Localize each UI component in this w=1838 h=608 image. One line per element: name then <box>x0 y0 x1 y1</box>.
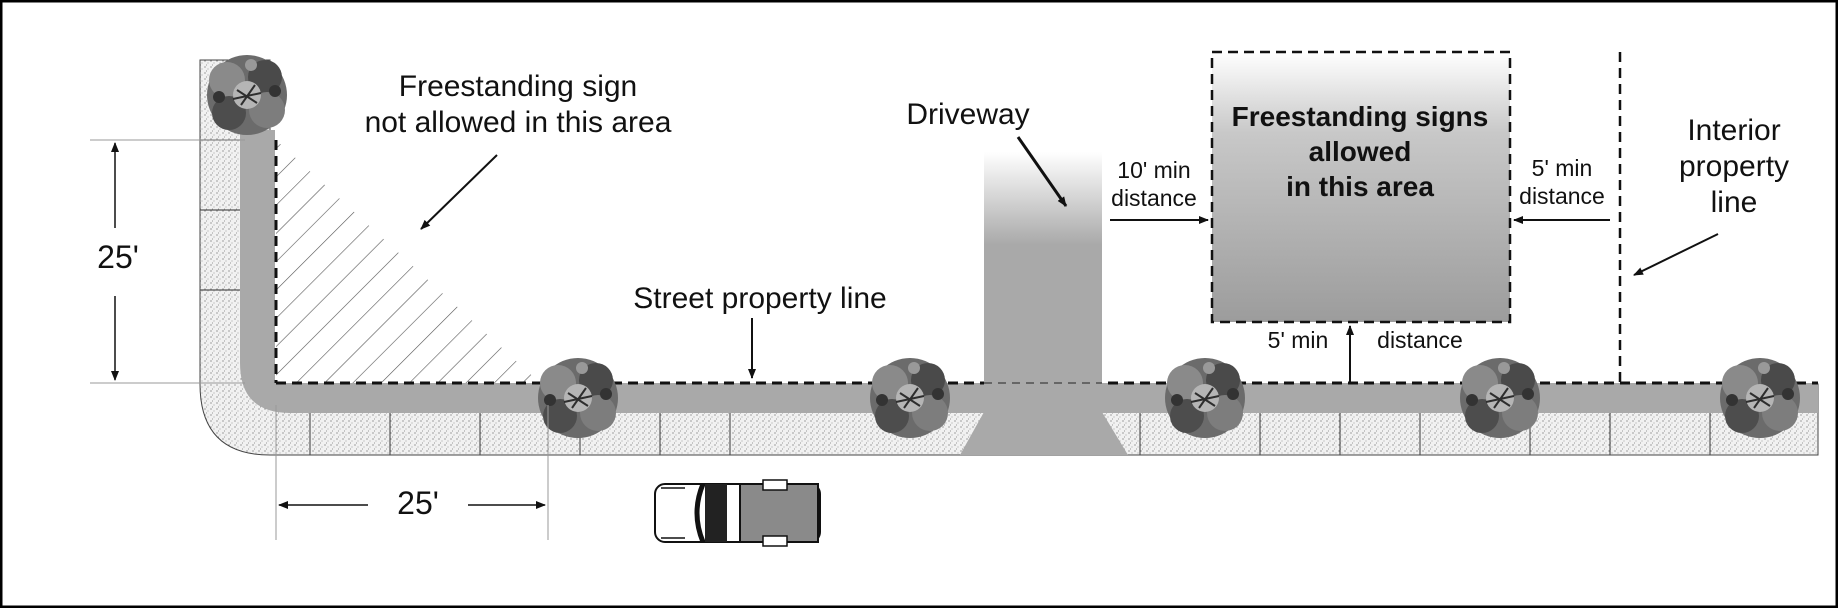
no-sign-leader-arrow <box>420 154 498 230</box>
allowed-label-line1: Freestanding signs <box>1232 101 1489 132</box>
interior-label-line3: line <box>1711 186 1758 219</box>
shrub <box>869 357 951 439</box>
five-min-right-label-line2: distance <box>1519 183 1605 209</box>
shrub <box>537 357 619 439</box>
interior-label-line2: property <box>1679 150 1789 183</box>
truck-icon <box>654 479 821 547</box>
allowed-label-line3: in this area <box>1286 171 1434 202</box>
no-sign-zone <box>276 140 540 383</box>
shrub <box>1164 357 1246 439</box>
ten-min-label-line1: 10' min <box>1117 157 1190 183</box>
allowed-label-line2: allowed <box>1309 136 1412 167</box>
interior-label-line1: Interior <box>1687 114 1780 147</box>
shrub <box>1459 357 1541 439</box>
driveway-label: Driveway <box>906 98 1029 131</box>
shrub <box>206 54 288 136</box>
horizontal-dimension <box>275 405 549 540</box>
no-sign-label-line1: Freestanding sign <box>399 70 637 103</box>
ten-min-label-line2: distance <box>1111 185 1197 211</box>
five-min-bottom-label-a: 5' min <box>1268 327 1329 353</box>
horizontal-dimension-label: 25' <box>397 485 439 521</box>
no-sign-label-line2: not allowed in this area <box>365 106 672 139</box>
road-strip <box>240 130 1818 413</box>
five-min-bottom-label-b: distance <box>1377 327 1463 353</box>
street-property-line-label: Street property line <box>633 282 886 315</box>
five-min-right-label-line1: 5' min <box>1532 155 1593 181</box>
interior-leader-arrow <box>1633 233 1719 276</box>
driveway-leader-arrow <box>1016 136 1068 207</box>
sign-allowed-area <box>1210 50 1512 324</box>
vertical-dimension-label: 25' <box>97 239 139 275</box>
shrub <box>1719 357 1801 439</box>
vertical-dimension <box>90 139 245 384</box>
driveway <box>960 152 1128 455</box>
